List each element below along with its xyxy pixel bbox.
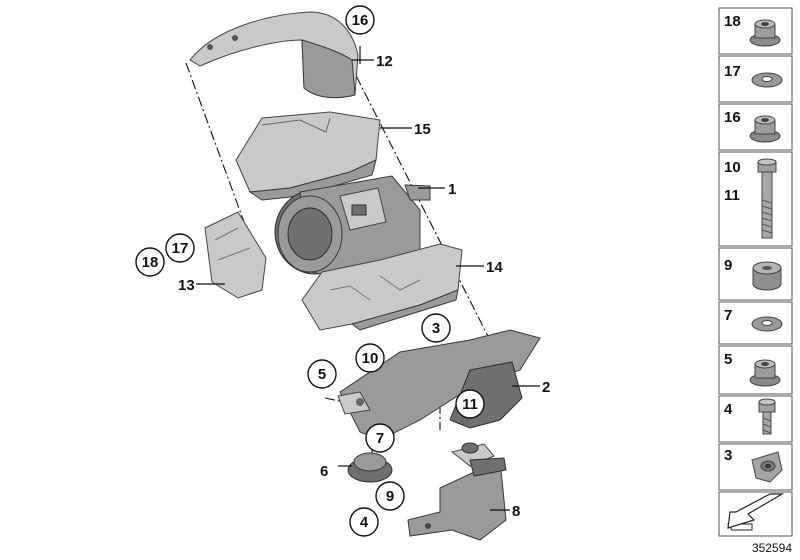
legend-label-7: 7	[724, 307, 732, 324]
clip-nut-icon	[751, 451, 783, 483]
washer-icon	[751, 316, 783, 332]
hex-nut-icon	[749, 359, 781, 387]
part-1-electric-motor	[274, 175, 431, 277]
flange-nut-icon	[749, 19, 781, 47]
bolt-icon	[757, 158, 777, 239]
part-6-rubber-mount	[347, 452, 393, 483]
callout-6: 6	[320, 463, 328, 480]
callout-12: 12	[376, 53, 393, 70]
callout-11: 11	[462, 396, 478, 413]
callout-17-circle	[165, 233, 195, 263]
part-8-mounting-bracket	[407, 457, 507, 541]
legend-label-16: 16	[724, 109, 741, 126]
fastener-legend: 18 17 16 10 11	[718, 7, 793, 555]
callout-4-circle	[349, 507, 379, 537]
legend-label-3: 3	[724, 447, 732, 464]
legend-label-5: 5	[724, 351, 732, 368]
part-14-lower-heat-shield	[301, 243, 463, 331]
part-13-small-shield	[204, 211, 267, 299]
callout-15: 15	[414, 121, 431, 138]
legend-label-18: 18	[724, 13, 741, 30]
callout-7-circle	[365, 423, 395, 453]
short-bolt-icon	[758, 398, 776, 435]
callout-labels: 1 2 6 8 12 13 14 15 16 17 18 3 5 10 11 7…	[135, 5, 550, 537]
callout-18-circle	[135, 247, 165, 277]
callout-8: 8	[512, 503, 520, 520]
callout-9-circle	[375, 481, 405, 511]
callout-16-circle	[345, 5, 375, 35]
orientation-arrow-icon	[727, 493, 785, 531]
part-12-upper-heat-shield	[189, 11, 359, 99]
leader-lines	[196, 46, 540, 511]
spacer-sleeve-icon	[752, 261, 782, 291]
part-15-heat-shield	[235, 111, 381, 201]
callout-5: 5	[318, 366, 326, 383]
callout-11-circle	[455, 389, 485, 419]
callout-10-circle	[355, 343, 385, 373]
document-number: 352594	[752, 541, 792, 555]
legend-label-17: 17	[724, 63, 741, 80]
callout-13: 13	[178, 277, 195, 294]
callout-10: 10	[362, 350, 379, 367]
flange-nut-icon	[749, 115, 781, 143]
callout-17: 17	[172, 240, 189, 257]
legend-label-4: 4	[724, 401, 733, 418]
callout-16: 16	[352, 12, 369, 29]
callout-2: 2	[542, 379, 550, 396]
callout-18: 18	[142, 254, 159, 271]
part-11-washer-mount	[450, 442, 495, 467]
callout-4: 4	[360, 514, 369, 531]
legend-label-10: 10	[724, 159, 741, 176]
callout-5-circle	[307, 359, 337, 389]
callout-14: 14	[486, 259, 503, 276]
callout-1: 1	[448, 181, 456, 198]
callout-3-circle	[421, 313, 451, 343]
callout-3: 3	[432, 320, 440, 337]
callout-9: 9	[386, 488, 394, 505]
legend-label-9: 9	[724, 257, 732, 274]
washer-icon	[751, 72, 783, 88]
legend-label-11: 11	[724, 187, 740, 204]
callout-7: 7	[376, 430, 384, 447]
